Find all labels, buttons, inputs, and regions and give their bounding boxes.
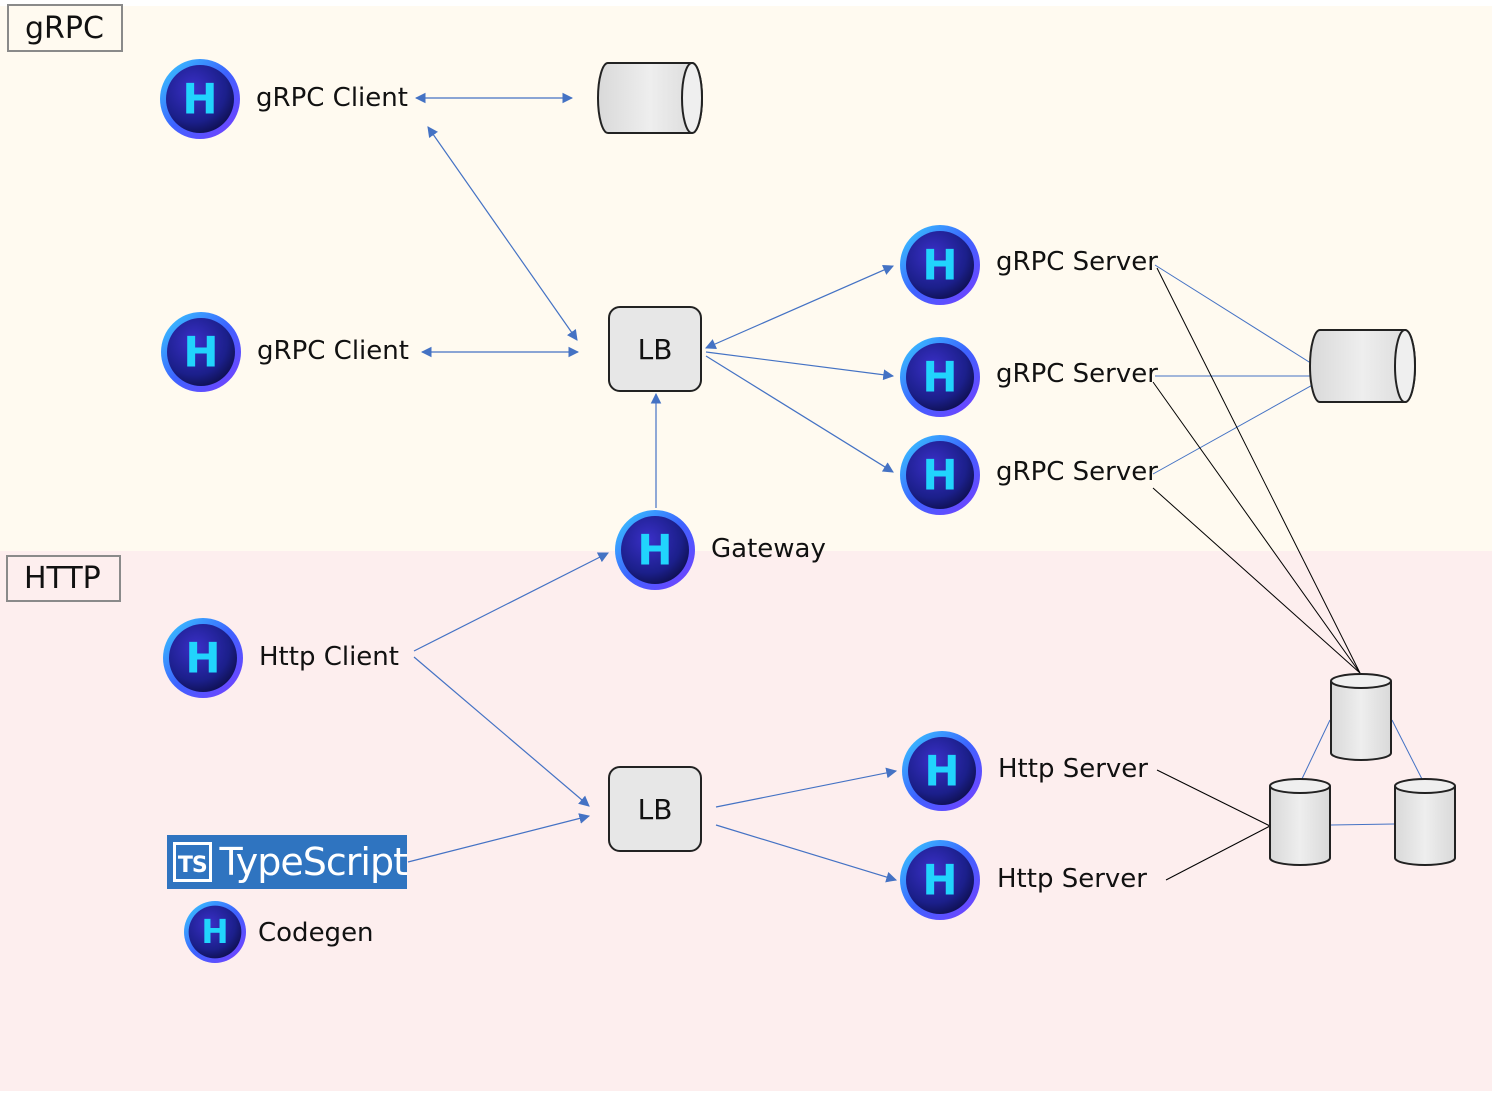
arrow-lb-server2 xyxy=(705,351,895,381)
database-icon-cluster-top xyxy=(1330,673,1392,761)
codegen-label: Codegen xyxy=(258,918,374,948)
http-zone xyxy=(0,551,1492,1091)
svg-text:H: H xyxy=(201,913,228,951)
typescript-logo-icon: TS TypeScript xyxy=(167,835,408,889)
svg-text:H: H xyxy=(922,352,957,401)
arrow-httpclient-lb xyxy=(413,656,590,807)
load-balancer-http: LB xyxy=(608,766,702,852)
http-zone-label: HTTP xyxy=(6,555,121,602)
codegen-h-logo-icon: H xyxy=(184,901,246,963)
arrow-client1-lb xyxy=(427,126,578,341)
arrow-lb-server1 xyxy=(705,264,894,350)
svg-text:H: H xyxy=(182,74,217,123)
http-server-1-label: Http Server xyxy=(998,754,1148,784)
http-client-label: Http Client xyxy=(259,642,399,672)
http-server-2-h-logo-icon: H xyxy=(900,840,980,920)
svg-text:H: H xyxy=(185,633,220,682)
svg-text:H: H xyxy=(922,855,957,904)
grpc-server-2-label: gRPC Server xyxy=(996,359,1158,389)
typescript-badge: TS xyxy=(173,842,212,882)
http-server-1-h-logo-icon: H xyxy=(902,731,982,811)
svg-text:H: H xyxy=(922,450,957,499)
grpc-zone-label: gRPC xyxy=(7,4,123,52)
grpc-server-3-h-logo-icon: H xyxy=(900,435,980,515)
arrow-httpclient-gateway xyxy=(413,552,609,652)
database-icon-grpc-server-storage xyxy=(1309,329,1416,403)
arrow-lb-httpserver1 xyxy=(715,767,898,808)
svg-text:H: H xyxy=(637,525,672,574)
arrow-typescript-lb xyxy=(407,813,591,863)
database-icon-cluster-right xyxy=(1394,778,1456,866)
grpc-client-1-label: gRPC Client xyxy=(256,83,408,113)
grpc-client-2-h-logo-icon: H xyxy=(161,312,241,392)
svg-text:H: H xyxy=(924,746,959,795)
gateway-label: Gateway xyxy=(711,534,826,564)
http-server-2-label: Http Server xyxy=(997,864,1147,894)
database-icon-grpc-client-storage xyxy=(597,62,703,134)
grpc-client-1-h-logo-icon: H xyxy=(160,59,240,139)
svg-text:H: H xyxy=(183,327,218,376)
grpc-server-1-label: gRPC Server xyxy=(996,247,1158,277)
grpc-server-2-h-logo-icon: H xyxy=(900,337,980,417)
load-balancer-grpc: LB xyxy=(608,306,702,392)
gateway-h-logo-icon: H xyxy=(615,510,695,590)
grpc-server-3-label: gRPC Server xyxy=(996,457,1158,487)
http-client-h-logo-icon: H xyxy=(163,618,243,698)
grpc-client-2-label: gRPC Client xyxy=(257,336,409,366)
database-icon-cluster-left xyxy=(1269,778,1331,866)
svg-text:H: H xyxy=(922,240,957,289)
typescript-wordmark: TypeScript xyxy=(219,840,408,884)
arrow-lb-httpserver2 xyxy=(715,824,898,883)
grpc-server-1-h-logo-icon: H xyxy=(900,225,980,305)
arrow-lb-server3 xyxy=(705,355,894,473)
